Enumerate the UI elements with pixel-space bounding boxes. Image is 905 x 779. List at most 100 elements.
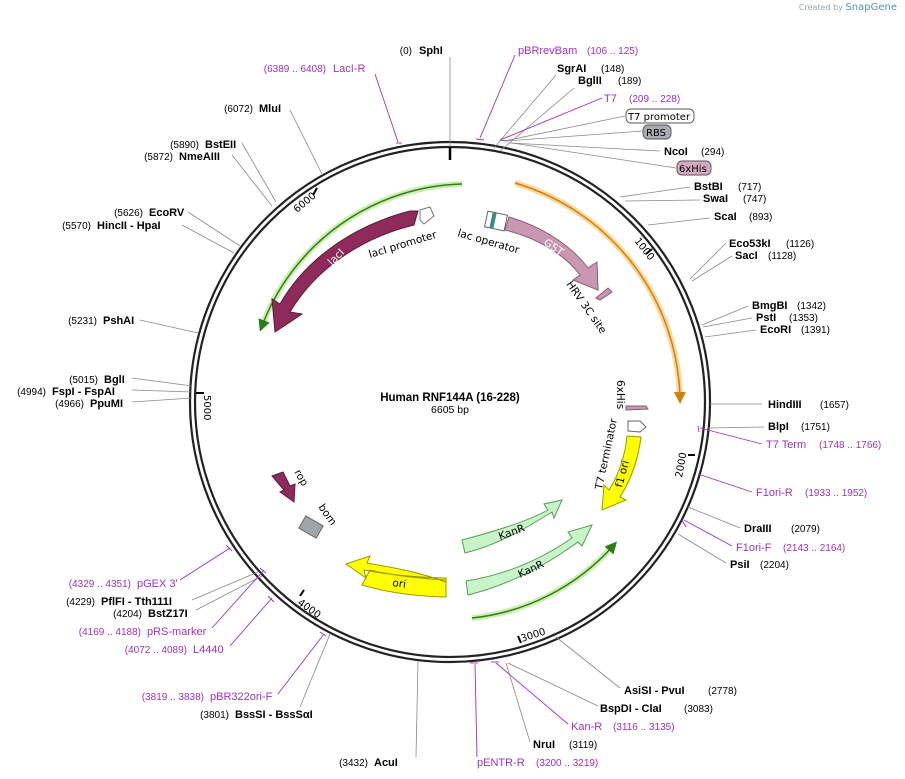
site-ecori: EcoRI xyxy=(760,324,791,336)
feature-kanr-2[interactable] xyxy=(465,524,593,596)
site-blpi: BlpI xyxy=(768,421,789,433)
features: lacI lacI promoter lac operator GST HRV … xyxy=(271,206,649,598)
site-pos-sgrai: (148) xyxy=(601,64,624,75)
primer-t7: T7 xyxy=(604,93,617,105)
primer-mark-prs-marker xyxy=(259,567,267,574)
primer-leader-pbr322ori-f xyxy=(277,633,325,695)
site-ncoi: NcoI xyxy=(664,146,688,158)
site-pos-swai: (747) xyxy=(743,194,766,205)
primer-leader-l4440 xyxy=(229,597,273,647)
leader-ppumi xyxy=(131,397,193,403)
primer-pos-l4440: (4072 .. 4089) xyxy=(125,645,187,656)
site-pos-ppumi: (4966) xyxy=(55,399,84,410)
leader-psii xyxy=(677,533,727,564)
tick-label-2000: 2000 xyxy=(674,452,689,479)
box-t7-promoter xyxy=(625,108,695,124)
site-pos-acui: (3432) xyxy=(339,758,368,769)
site-ppumi: PpuMI xyxy=(90,398,123,410)
site-sphi: SphI xyxy=(419,45,443,57)
feature-laci-promoter[interactable] xyxy=(419,206,435,225)
site-sgrai: SgrAI xyxy=(557,63,586,75)
map-title-group: Human RNF144A (16-228) 6605 bp xyxy=(380,392,520,416)
site-pos-bstz17i: (4204) xyxy=(113,609,142,620)
snapgene-credit: Created by SnapGene xyxy=(799,2,897,13)
site-nrui: NruI xyxy=(533,739,555,751)
primer-mark-pbr322ori-f xyxy=(319,631,327,637)
leader-mlui xyxy=(289,109,323,175)
box-leaders xyxy=(503,115,677,169)
leader-nrui xyxy=(505,662,531,743)
primer-mark-l4440 xyxy=(267,595,275,603)
site-scai: ScaI xyxy=(714,211,737,223)
site-labels: (0) SphI SgrAI (148) BglII (189) NcoI (2… xyxy=(17,45,849,769)
primer-pentr-r: pENTR-R xyxy=(477,757,525,769)
primer-pos-t7-term: (1748 .. 1766) xyxy=(819,440,881,451)
leader-eco53ki xyxy=(689,242,727,280)
site-pflfi: PflFI - Tth111I xyxy=(101,596,172,608)
site-bsteii: BstEII xyxy=(205,139,236,151)
primer-mark-f1ori-f xyxy=(681,519,687,528)
feature-bom[interactable] xyxy=(298,515,324,539)
primer-f1ori-f: F1ori-F xyxy=(736,542,772,554)
feature-laci[interactable] xyxy=(271,210,419,333)
site-pos-asisi-pvui: (2778) xyxy=(708,686,737,697)
site-pos-bstbi: (717) xyxy=(738,182,761,193)
primer-l4440: L4440 xyxy=(193,644,224,656)
site-pos-bmgbi: (1342) xyxy=(797,301,826,312)
primer-pos-t7: (209 .. 228) xyxy=(629,94,680,105)
leader-saci xyxy=(691,255,733,282)
primer-leader-pbrrevbam xyxy=(479,54,516,139)
site-bsssi: BssSI - BssSαI xyxy=(235,709,313,721)
primer-pos-pbr322ori-f: (3819 .. 3838) xyxy=(142,692,204,703)
tick-3000 xyxy=(517,635,522,644)
primer-pos-f1ori-r: (1933 .. 1952) xyxy=(805,488,867,499)
feature-t7-terminator[interactable] xyxy=(627,420,647,433)
tick-1000 xyxy=(645,248,653,255)
site-hincii: HincII - HpaI xyxy=(97,220,161,232)
tick-6000 xyxy=(312,187,318,196)
site-pos-pshai: (5231) xyxy=(68,316,97,327)
leader-blpi xyxy=(707,426,765,429)
feature-6xhis[interactable] xyxy=(625,405,649,411)
feature-rop[interactable] xyxy=(271,471,296,503)
feature-f1-ori[interactable] xyxy=(601,435,642,511)
site-pos-blpi: (1751) xyxy=(801,422,830,433)
primer-pos-pentr-r: (3200 .. 3219) xyxy=(536,758,598,769)
leader-bstz17i xyxy=(195,575,263,611)
boxed-labels: T7 promoter RBS 6xHis xyxy=(625,108,712,176)
leader-pflfi xyxy=(191,571,259,601)
leader-bspdi xyxy=(507,662,599,707)
box-label-6xhis: 6xHis xyxy=(679,164,707,175)
leader-6xhis-box xyxy=(511,142,677,169)
leader-t7-promoter xyxy=(503,115,626,142)
primer-leader-kan-r xyxy=(495,662,569,725)
site-pos-bglii: (189) xyxy=(618,76,641,87)
tick-label-4000: 4000 xyxy=(295,597,322,621)
primer-leader-f1ori-r xyxy=(697,473,753,493)
feature-kanr-1[interactable] xyxy=(461,499,563,554)
site-fspi: FspI - FspAI xyxy=(52,386,115,398)
site-pos-nrui: (3119) xyxy=(569,740,597,751)
site-pos-bsteii: (5890) xyxy=(170,140,199,151)
site-bstz17i: BstZ17I xyxy=(148,608,188,620)
site-bstbi: BstBI xyxy=(694,181,723,193)
ticks: 1000 2000 3000 4000 5000 6000 xyxy=(196,187,695,645)
primer-labels: pBRrevBam (106 .. 125) T7 (209 .. 228) (… xyxy=(69,45,882,769)
feature-gst[interactable] xyxy=(504,216,599,291)
primer-leader-f1ori-f xyxy=(683,519,733,547)
box-rbs xyxy=(642,124,672,140)
feature-ori[interactable] xyxy=(344,555,447,598)
feature-hrv-3c[interactable] xyxy=(595,287,613,301)
site-pshai: PshAI xyxy=(103,315,134,327)
feature-label-kanr-1: KanR xyxy=(497,522,527,543)
site-asisi-pvui: AsiSI - PvuI xyxy=(624,685,685,697)
site-pos-bsssi: (3801) xyxy=(200,710,229,721)
feature-label-6xhis: 6xHis xyxy=(614,380,626,409)
leader-bmgbi xyxy=(701,305,749,326)
primer-kan-r: Kan-R xyxy=(571,721,602,733)
box-6xhis xyxy=(676,160,712,176)
leader-asisi xyxy=(555,636,621,689)
primer-pos-laci-r: (6389 .. 6408) xyxy=(264,64,326,75)
site-bspdi-clai: BspDI - ClaI xyxy=(600,703,662,715)
